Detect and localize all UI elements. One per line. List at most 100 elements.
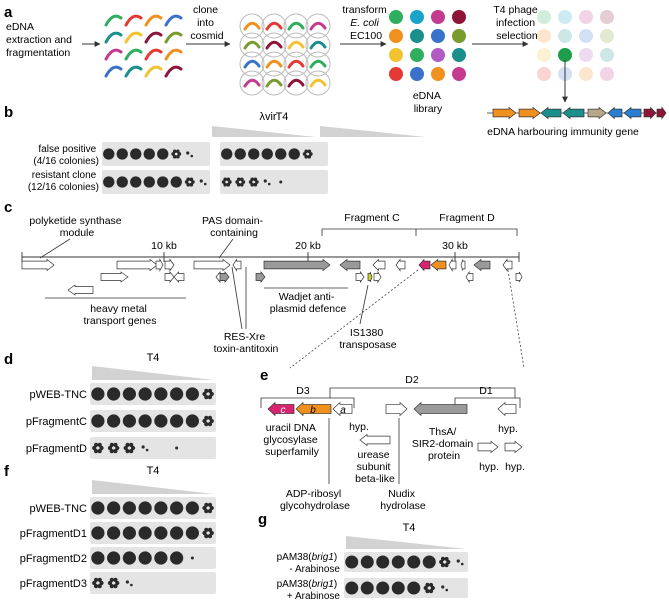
cloned-fragment <box>243 59 261 69</box>
lysis-spot <box>248 148 260 160</box>
gene-arrow <box>373 270 382 284</box>
gene-arrow <box>232 258 242 272</box>
dna-fragment <box>164 48 183 61</box>
dna-fragment <box>104 31 123 44</box>
plaque <box>207 509 213 514</box>
cosmid-circle <box>261 13 287 39</box>
pointer <box>231 266 243 330</box>
gene-arrow <box>164 271 175 283</box>
plaque <box>204 527 209 532</box>
plaque <box>445 588 449 592</box>
lysis-spot <box>185 526 199 540</box>
pas-label: PAS domain- containing <box>202 215 266 239</box>
surviving-colony <box>558 48 572 62</box>
plaque <box>209 505 214 511</box>
cosmid-circle <box>239 51 265 77</box>
plaque <box>93 577 99 582</box>
plaque <box>207 534 213 539</box>
plaque <box>223 182 227 187</box>
killed-colony <box>579 10 593 24</box>
gene-arrow <box>418 258 431 272</box>
plaque <box>186 177 191 182</box>
lysis-spot <box>143 148 155 160</box>
lysis-spot <box>391 581 405 595</box>
plaque <box>97 442 102 447</box>
lysis-spot <box>107 414 121 428</box>
plaque <box>253 177 258 182</box>
dna-fragment <box>104 65 123 78</box>
plaque <box>93 449 99 454</box>
gene-c-arrow <box>267 401 295 417</box>
gene-b-label: b <box>310 405 316 416</box>
lysis-spot <box>130 176 142 188</box>
gene-arrow <box>395 258 406 272</box>
plate-strip <box>90 522 216 544</box>
hyp-gene-arrow <box>497 401 517 417</box>
contig-gene-arrow <box>623 106 642 120</box>
plaque <box>204 388 209 393</box>
step-transform-line: EC100 <box>350 30 382 42</box>
plaque <box>145 448 149 452</box>
cosmid-circle <box>305 13 331 39</box>
plaque <box>186 151 190 155</box>
cosmid-circle <box>283 32 309 58</box>
plaque <box>425 582 430 587</box>
plaque <box>304 154 308 159</box>
dna-fragment <box>144 14 163 27</box>
hyp-gene-arrow <box>477 440 499 454</box>
plate-strip <box>90 383 216 405</box>
colony <box>410 48 424 62</box>
cosmid-circle <box>239 70 265 96</box>
step-clone-cosmid: clone into cosmid <box>190 4 223 42</box>
is1380-label: IS1380 transposase <box>339 327 396 351</box>
colony <box>389 29 403 43</box>
plaque <box>113 449 118 454</box>
dna-fragment <box>104 14 123 27</box>
plaque <box>209 391 214 397</box>
step-t4-selection: T4 phage infection selection <box>493 4 540 42</box>
step-clone-line: into <box>197 17 214 29</box>
plaque <box>226 177 231 182</box>
dilution-wedge <box>92 366 214 380</box>
lysis-spot <box>138 551 152 565</box>
lysis-spot <box>91 387 105 401</box>
killed-colony <box>537 48 551 62</box>
row-false-positive: false positive (4/16 colonies) <box>33 144 99 167</box>
lysis-spot <box>345 581 359 595</box>
dna-fragment <box>144 65 163 78</box>
cloned-fragment <box>265 21 283 31</box>
gene-c-label: c <box>281 405 286 416</box>
thsa-label: ThsA/ SIR2-domain protein <box>412 426 476 462</box>
gene-arrow <box>460 259 466 271</box>
lysis-spot <box>122 414 136 428</box>
plaque <box>141 445 145 449</box>
colony <box>410 29 424 43</box>
plaque <box>109 442 114 447</box>
plaque <box>428 589 434 594</box>
plate-strip <box>90 497 216 519</box>
lysis-spot <box>185 387 199 401</box>
plate-strip <box>102 170 210 194</box>
plaque <box>93 584 99 589</box>
gene-arrow <box>473 258 491 272</box>
plaque-assay-f: pWEB-TNCpFragmentD1pFragmentD2pFragmentD… <box>20 497 216 594</box>
hyp-a-label: hyp. <box>349 421 369 433</box>
lysis-spot <box>157 148 169 160</box>
lysis-spot <box>360 555 374 569</box>
cloned-fragment <box>265 40 283 50</box>
plaque <box>207 502 213 507</box>
step-edna-line: extraction and <box>6 34 72 46</box>
scale-ticks <box>21 252 520 262</box>
library-label: eDNA library <box>413 90 443 115</box>
gene-arrow <box>465 270 474 284</box>
plaque <box>239 182 244 187</box>
colony <box>431 67 445 81</box>
lysis-spot <box>138 414 152 428</box>
plaque <box>302 152 307 156</box>
colony <box>431 29 445 43</box>
lysis-spot <box>122 387 136 401</box>
d1-label: D1 <box>479 385 493 397</box>
plate-strip <box>220 142 328 166</box>
plaque <box>307 154 312 159</box>
urease-label: urease subunit beta-like <box>355 449 395 485</box>
